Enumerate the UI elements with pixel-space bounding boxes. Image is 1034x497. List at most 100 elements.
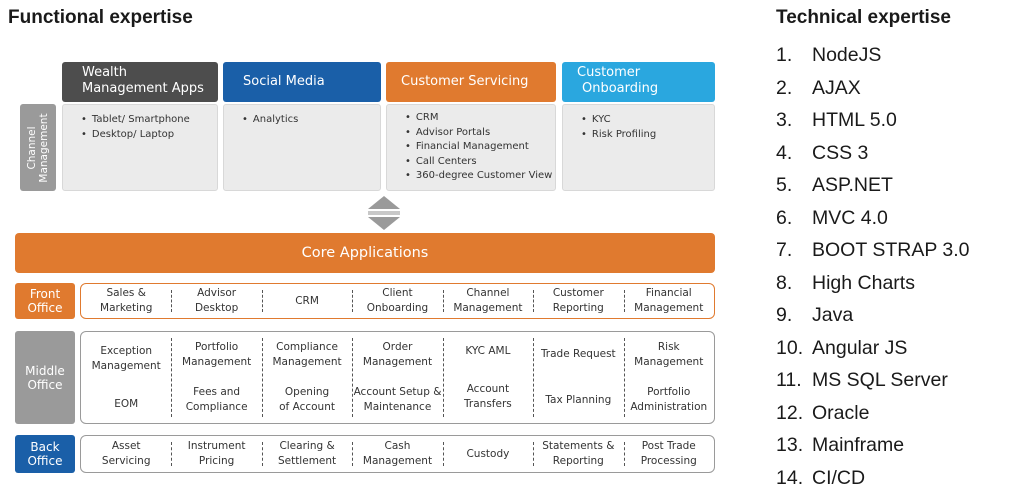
functional-expertise-title: Functional expertise xyxy=(8,7,193,28)
category-item: KYC xyxy=(581,113,714,128)
tech-item-number: 10. xyxy=(776,336,804,359)
category-item: Tablet/ Smartphone xyxy=(81,113,217,128)
middle-office-box: Exception Management EOM Portfolio Manag… xyxy=(80,331,715,424)
tech-item: 11. MS SQL Server xyxy=(776,364,970,397)
middle-office-cell: Risk Management xyxy=(634,340,704,368)
tech-item-number: 8. xyxy=(776,271,793,294)
tech-item: 14. CI/CD xyxy=(776,462,970,495)
tech-item: 1. NodeJS xyxy=(776,39,970,72)
tech-item-number: 11. xyxy=(776,369,802,391)
tech-item-number: 14. xyxy=(776,466,804,489)
category-title: Customer Servicing xyxy=(401,74,529,89)
tech-item: 6. MVC 4.0 xyxy=(776,202,970,235)
front-office-cell: Advisor Desktop xyxy=(194,287,239,314)
middle-office-cell: Trade Request xyxy=(540,348,616,361)
technical-expertise-list: 1. NodeJS 2. AJAX 3.HTML 5.0 4. CSS 3 5. ASP… xyxy=(776,39,970,494)
middle-office-cell: Compliance Management xyxy=(272,340,342,368)
category-item: 360-degree Customer View xyxy=(405,169,555,184)
channel-management-text: Channel Management xyxy=(26,112,50,183)
middle-office-cell: Portfolio Management xyxy=(182,340,252,368)
core-applications-bar: Core Applications xyxy=(15,233,715,273)
tech-item-name: CSS 3 xyxy=(812,141,869,164)
category-title: Social Media xyxy=(243,74,325,89)
tech-item-name: NodeJS xyxy=(812,44,882,66)
tech-item-name: MS SQL Server xyxy=(812,369,948,391)
category-header-customer-servicing: Customer Servicing xyxy=(386,62,556,102)
tech-item-name: ASP.NET xyxy=(812,174,893,196)
back-office-cell: Asset Servicing xyxy=(101,440,151,467)
category-item: Call Centers xyxy=(405,155,555,170)
tech-item: 7. BOOT STRAP 3.0 xyxy=(776,234,970,267)
middle-office-cell: Opening of Account xyxy=(279,386,335,414)
middle-office-cell: Fees and Compliance xyxy=(185,386,248,414)
category-header-customer-onboarding: Customer Onboarding xyxy=(562,62,715,102)
back-office-cell: Instrument Pricing xyxy=(187,440,246,467)
back-office-cell: Clearing & Settlement xyxy=(277,440,337,467)
front-office-cell: Financial Management xyxy=(634,287,704,314)
tech-item: 13. Mainframe xyxy=(776,429,970,462)
category-body-social-media: Analytics xyxy=(223,104,381,191)
front-office-box: Sales & Marketing Advisor Desktop CRM Cl… xyxy=(80,283,715,319)
category-header-wealth-management-apps: Wealth Management Apps xyxy=(62,62,218,102)
tech-item: 3.HTML 5.0 xyxy=(776,104,970,137)
tech-item-name: AJAX xyxy=(812,76,861,99)
middle-office-cell: Tax Planning xyxy=(545,393,612,406)
back-office-cell: Statements & Reporting xyxy=(542,440,615,467)
front-office-cell: Customer Reporting xyxy=(552,287,604,314)
tech-item-name: Oracle xyxy=(812,401,870,424)
tech-item-number: 5. xyxy=(776,174,793,196)
category-body-customer-onboarding: KYC Risk Profiling xyxy=(562,104,715,191)
back-office-label: Back Office xyxy=(15,435,75,473)
middle-office-cell: Order Management xyxy=(362,340,433,368)
back-office-cell: Post Trade Processing xyxy=(640,440,697,467)
category-item: Financial Management xyxy=(405,140,555,155)
tech-item: 8. High Charts xyxy=(776,267,970,300)
middle-office-cell: EOM xyxy=(114,397,139,410)
tech-item: 9. Java xyxy=(776,299,970,332)
tech-item-number: 13. xyxy=(776,434,804,456)
tech-item: 4. CSS 3 xyxy=(776,137,970,170)
category-item: Advisor Portals xyxy=(405,126,555,141)
tech-item-name: CI/CD xyxy=(812,466,866,489)
channel-management-label: Channel Management xyxy=(20,104,56,191)
tech-item-number: 3. xyxy=(776,109,793,131)
tech-item: 5. ASP.NET xyxy=(776,169,970,202)
tech-item-name: Java xyxy=(812,304,854,326)
tech-item-number: 12. xyxy=(776,401,804,424)
front-office-cell: Sales & Marketing xyxy=(100,287,153,314)
category-title: Customer Onboarding xyxy=(577,65,659,96)
back-office-cell: Cash Management xyxy=(362,440,433,467)
tech-item-name: Angular JS xyxy=(812,336,908,359)
category-item: Analytics xyxy=(242,113,380,128)
middle-office-cell: Account Setup & Maintenance xyxy=(353,386,442,414)
tech-item: 12. Oracle xyxy=(776,397,970,430)
category-body-customer-servicing: CRM Advisor Portals Financial Management… xyxy=(386,104,556,191)
tech-item-name: Mainframe xyxy=(812,434,905,456)
middle-office-label: Middle Office xyxy=(15,331,75,424)
front-office-cell: Client Onboarding xyxy=(366,287,429,314)
back-office-box: Asset Servicing Instrument Pricing Clear… xyxy=(80,435,715,473)
tech-item-number: 7. xyxy=(776,239,793,261)
tech-item-number: 6. xyxy=(776,206,793,229)
tech-item-number: 4. xyxy=(776,141,793,164)
category-item: Risk Profiling xyxy=(581,128,714,143)
tech-item-name: MVC 4.0 xyxy=(812,206,888,229)
category-item: Desktop/ Laptop xyxy=(81,128,217,143)
diamond-connector-icon xyxy=(368,196,400,230)
tech-item-name: BOOT STRAP 3.0 xyxy=(812,239,970,261)
front-office-cell: CRM xyxy=(295,294,319,307)
front-office-label: Front Office xyxy=(15,283,75,319)
tech-item: 10. Angular JS xyxy=(776,332,970,365)
tech-item-name: High Charts xyxy=(812,271,915,294)
tech-item-number: 9. xyxy=(776,304,793,326)
back-office-cell: Custody xyxy=(466,447,510,460)
technical-expertise-title: Technical expertise xyxy=(776,7,951,28)
tech-item: 2. AJAX xyxy=(776,72,970,105)
middle-office-cell: Account Transfers xyxy=(464,382,512,410)
middle-office-cell: Exception Management xyxy=(91,344,161,372)
tech-item-number: 1. xyxy=(776,44,793,66)
middle-office-cell: KYC AML xyxy=(465,344,511,357)
front-office-cell: Channel Management xyxy=(453,287,523,314)
tech-item-number: 2. xyxy=(776,76,793,99)
category-item: CRM xyxy=(405,111,555,126)
